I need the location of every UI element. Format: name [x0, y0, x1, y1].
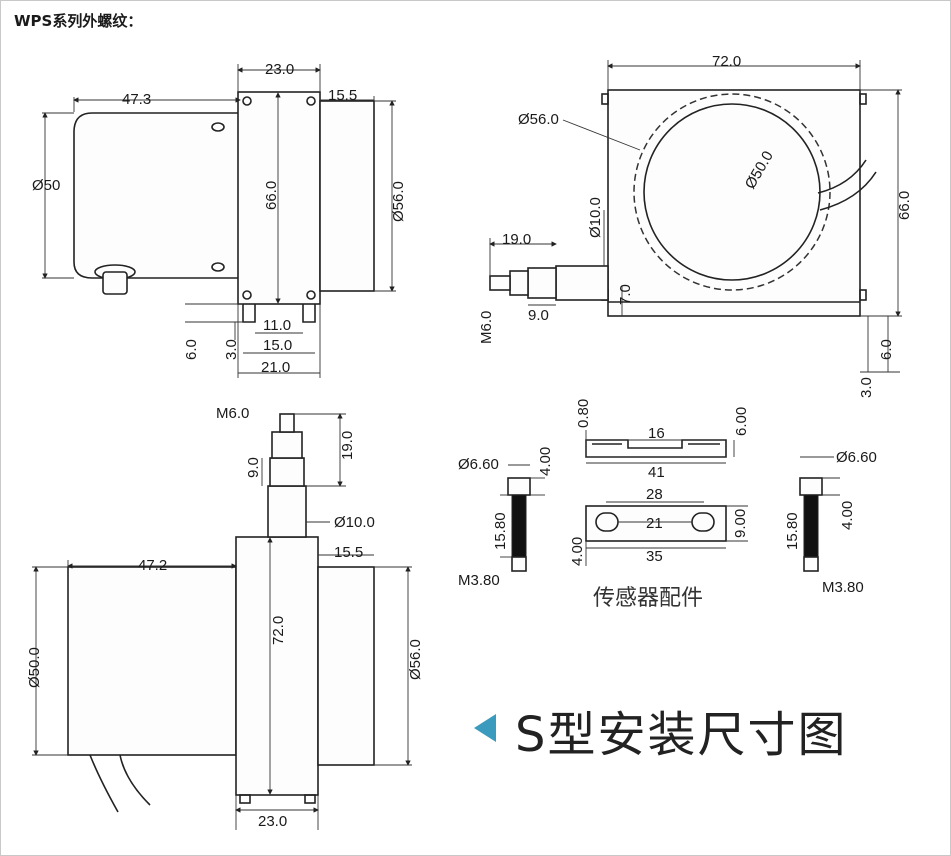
dim-text: 15.80 [492, 512, 509, 550]
accessory-screw-left: Ø6.60 4.00 15.80 M3.80 [458, 447, 554, 589]
accessory-screw-right: Ø6.60 4.00 15.80 M3.80 [784, 449, 877, 596]
dim-text: 16 [648, 425, 665, 442]
dim-text: 9.0 [245, 457, 262, 478]
outer-circle [633, 93, 831, 291]
dim-text: M6.0 [216, 405, 249, 422]
dim-text: 21.0 [261, 359, 290, 376]
dim-text: 15.5 [328, 87, 357, 104]
footer-title: S型安装尺寸图 [515, 707, 848, 763]
dim-text: 0.80 [575, 399, 592, 428]
dim-text: Ø56.0 [390, 181, 407, 222]
front-view: 72.0 Ø56.0 Ø50.0 66.0 19.0 Ø10.0 M6.0 9.… [478, 53, 913, 398]
dim-text: 66.0 [263, 181, 280, 210]
dim-text: 9.0 [528, 307, 549, 324]
dim-text: 19.0 [502, 231, 531, 248]
dim-text: Ø10.0 [587, 197, 604, 238]
dim-text: 15.80 [784, 512, 801, 550]
dim-text: M3.80 [822, 579, 864, 596]
dim-text: 19.0 [339, 431, 356, 460]
dim-text: Ø56.0 [518, 111, 559, 128]
dim-text: Ø50 [32, 177, 60, 194]
dim-text: 35 [646, 548, 663, 565]
drum-2 [317, 566, 375, 766]
dim-text: 21 [646, 515, 663, 532]
dim-text: 6.0 [878, 339, 895, 360]
dim-text: M6.0 [478, 311, 495, 344]
dim-text: 72.0 [712, 53, 741, 70]
accessory-clip: 0.80 16 6.00 41 [575, 399, 750, 481]
dim-text: 9.00 [732, 509, 749, 538]
sensor-body-2 [67, 566, 237, 756]
dim-text: Ø50.0 [26, 647, 43, 688]
triangle-bullet-icon [474, 714, 496, 742]
side-view-bottom: M6.0 19.0 9.0 Ø10.0 47.2 15.5 Ø50.0 72.0… [26, 405, 424, 830]
dim-text: 7.0 [617, 284, 634, 305]
drum [319, 100, 375, 292]
dim-text: Ø10.0 [334, 514, 375, 531]
dim-text: 3.0 [858, 377, 875, 398]
dim-text: 11.0 [263, 317, 291, 334]
dim-text: 4.00 [537, 447, 554, 476]
accessory-plate: 28 21 35 4.00 9.00 [569, 486, 749, 566]
dim-text: 72.0 [270, 616, 287, 645]
dim-text: 41 [648, 464, 665, 481]
dim-text: 47.3 [122, 91, 151, 108]
dim-text: M3.80 [458, 572, 500, 589]
dim-text: 6.00 [733, 407, 750, 436]
dim-text: Ø6.60 [836, 449, 877, 466]
dim-text: 28 [646, 486, 663, 503]
dim-text: 15.0 [263, 337, 292, 354]
dim-text: 23.0 [265, 61, 294, 78]
dim-text: 47.2 [138, 557, 167, 574]
dim-text: 6.0 [183, 339, 200, 360]
dim-text: Ø56.0 [407, 639, 424, 680]
dim-text: 15.5 [334, 544, 363, 561]
side-view-top: 47.3 23.0 15.5 Ø50 66.0 Ø56.0 11.0 15.0 … [32, 61, 407, 378]
dim-text: Ø6.60 [458, 456, 499, 473]
dim-text: 3.0 [223, 339, 240, 360]
dim-text: 23.0 [258, 813, 287, 830]
sensor-body [73, 112, 241, 279]
mount-block-2 [235, 536, 319, 796]
dim-text: 4.00 [569, 537, 586, 566]
header-title: WPS系列外螺纹： [14, 12, 143, 30]
parts-title: 传感器配件 [593, 586, 704, 611]
front-plate [607, 89, 861, 317]
dim-text: 66.0 [896, 191, 913, 220]
dim-text: 4.00 [839, 501, 856, 530]
